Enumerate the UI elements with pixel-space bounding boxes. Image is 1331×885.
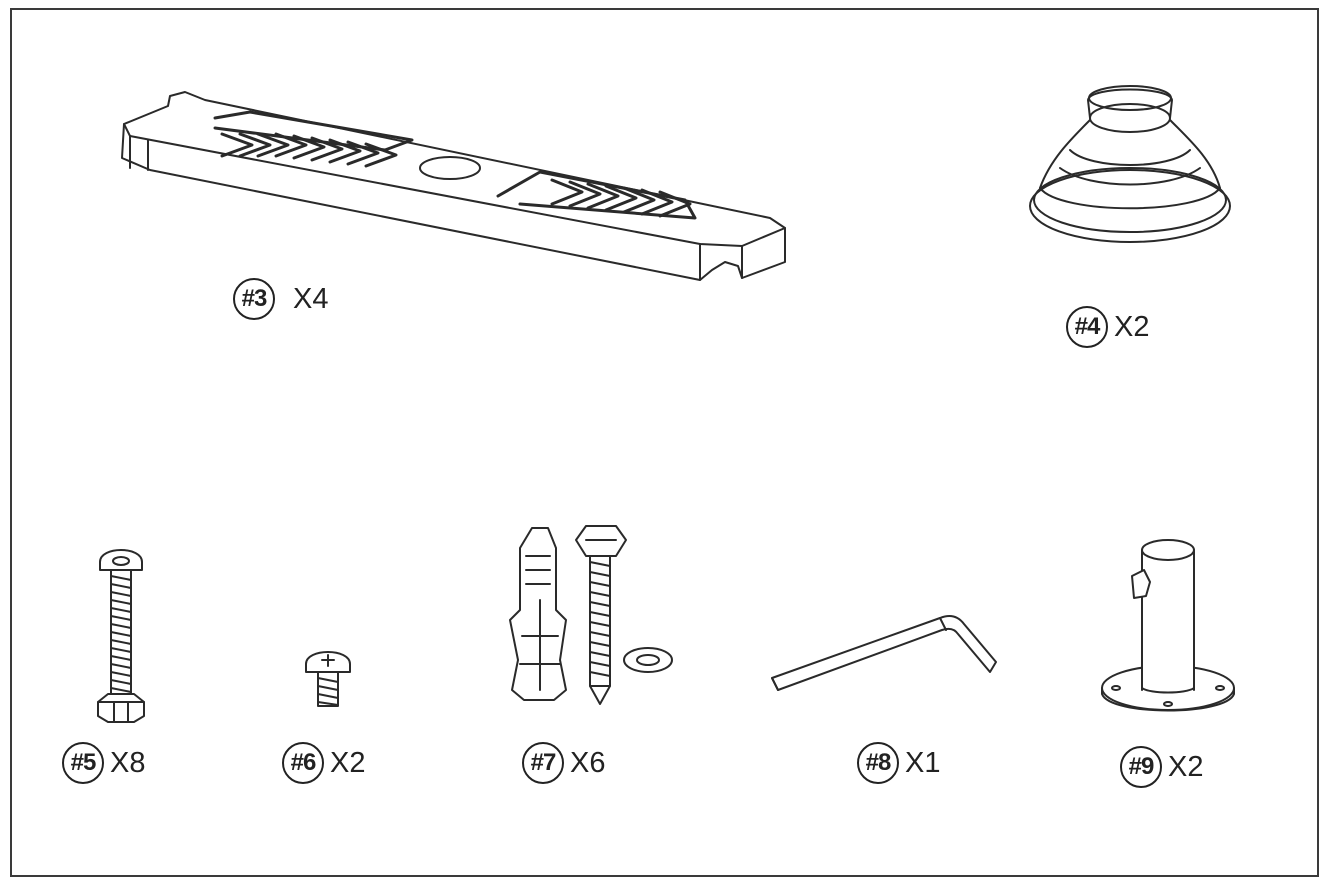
part-number-badge: #4 [1066, 306, 1108, 348]
part-number-badge: #6 [282, 742, 324, 784]
part-4-label: #4 X2 [1066, 306, 1149, 348]
part-number-badge: #5 [62, 742, 104, 784]
part-number-badge: #8 [857, 742, 899, 784]
flange-post-socket-icon [1101, 539, 1235, 712]
part-number-badge: #9 [1120, 746, 1162, 788]
part-quantity: X6 [570, 746, 606, 779]
part-quantity: X2 [1114, 310, 1150, 343]
part-number-badge: #7 [522, 742, 564, 784]
allen-key-icon [771, 615, 997, 691]
part-5-label: #5 X8 [62, 742, 145, 784]
tread-plate-icon [121, 91, 786, 281]
rubber-foot-cap-icon [1029, 85, 1231, 243]
part-6-label: #6 X2 [282, 742, 365, 784]
part-9-label: #9 X2 [1120, 746, 1203, 788]
part-quantity: X4 [293, 282, 329, 315]
short-screw-icon [305, 651, 351, 707]
part-8-label: #8 X1 [857, 742, 940, 784]
part-7-label: #7 X6 [522, 742, 605, 784]
part-number-badge: #3 [233, 278, 275, 320]
long-bolt-with-nut-icon [97, 549, 145, 723]
part-quantity: X8 [110, 746, 146, 779]
part-3-label: #3 X4 [233, 278, 328, 320]
part-quantity: X1 [905, 746, 941, 779]
part-quantity: X2 [330, 746, 366, 779]
part-quantity: X2 [1168, 750, 1204, 783]
anchor-screw-washer-icon [509, 525, 673, 705]
